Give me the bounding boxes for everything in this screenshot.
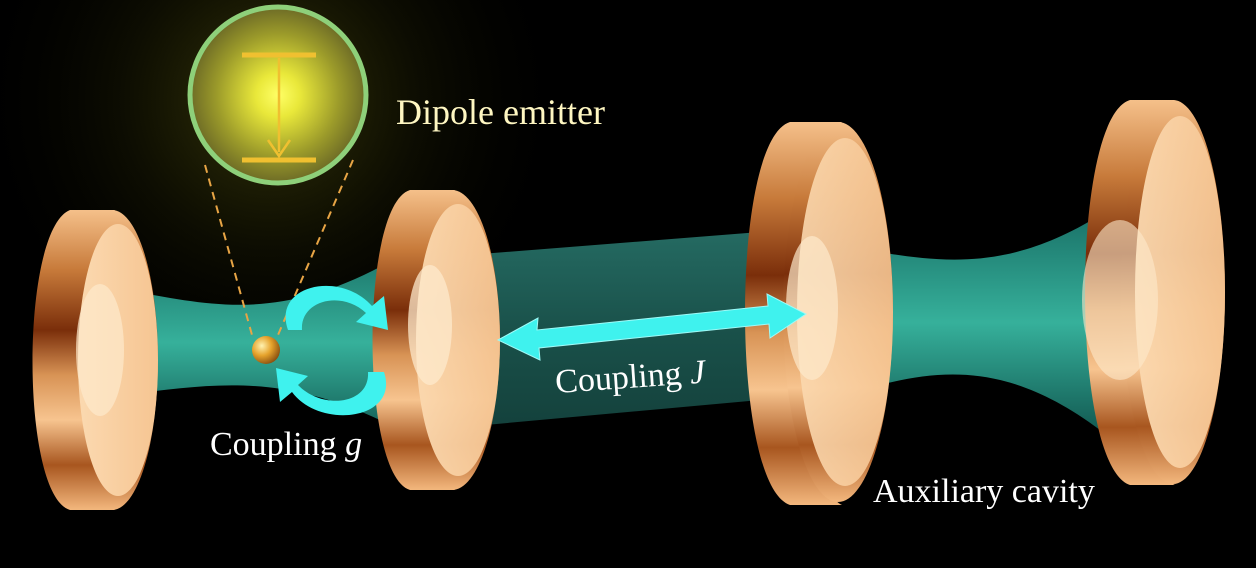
mirror-4 xyxy=(1082,100,1225,485)
coupling-j-symbol: J xyxy=(689,353,709,391)
dipole-emitter-label: Dipole emitter xyxy=(396,92,605,132)
dipole-emitter-icon xyxy=(187,4,369,186)
mirror-1 xyxy=(32,210,158,510)
auxiliary-cavity-label: Auxiliary cavity xyxy=(873,473,1095,510)
mirror-2 xyxy=(372,190,500,490)
coupling-g-label: Coupling g xyxy=(210,426,362,463)
zoom-line-left xyxy=(204,164,253,336)
coupling-g-symbol: g xyxy=(345,426,362,463)
emitter-atom xyxy=(252,336,280,364)
coupling-g-prefix: Coupling xyxy=(210,426,345,463)
circular-arrow-icon xyxy=(276,285,388,416)
double-arrow-icon xyxy=(496,293,807,361)
